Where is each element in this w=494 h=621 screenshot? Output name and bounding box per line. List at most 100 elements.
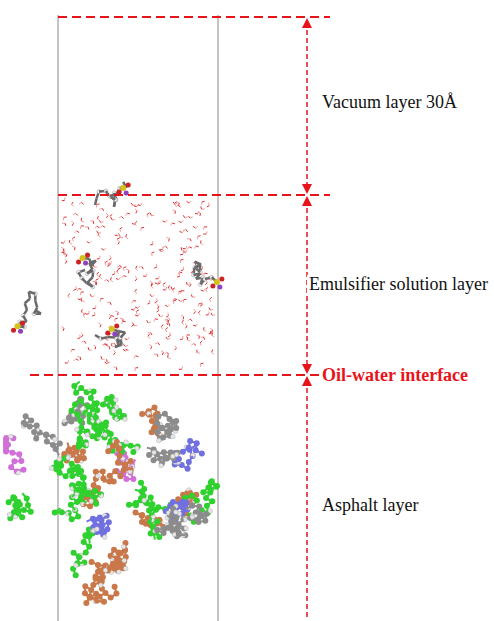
water-molecule (123, 268, 124, 271)
water-molecule (199, 303, 202, 304)
water-molecule (200, 305, 202, 307)
hydrogen-atom (157, 438, 162, 443)
water-molecule (81, 335, 83, 337)
water-molecule (120, 237, 123, 238)
layer-boundaries (30, 17, 330, 375)
water-molecule (166, 315, 169, 317)
hydrogen-atom (98, 583, 103, 588)
water-molecule (185, 216, 188, 218)
hydrogen-atom (184, 526, 189, 531)
water-molecule (160, 315, 163, 317)
hydrogen-atom (122, 558, 127, 563)
water-molecule (61, 247, 64, 248)
water-molecule (200, 343, 202, 346)
water-molecule (212, 350, 213, 353)
water-molecule (131, 203, 132, 206)
water-molecule (98, 232, 101, 234)
water-molecule (111, 217, 112, 220)
bond (87, 283, 93, 287)
water-molecule (120, 318, 123, 320)
water-molecule (128, 337, 130, 339)
oxygen-atom (114, 323, 119, 328)
water-molecule (80, 292, 81, 295)
water-molecule (159, 280, 160, 283)
water-molecule (155, 301, 158, 302)
water-molecule (138, 313, 139, 316)
water-molecule (111, 346, 114, 347)
oxygen-atom (219, 277, 224, 282)
water-molecule (211, 313, 212, 316)
interface-label: Oil-water interface (320, 366, 470, 386)
water-molecule (120, 265, 122, 267)
dimension-arrows (306, 22, 308, 617)
oxygen-atom (126, 183, 131, 188)
hydrogen-atom (53, 437, 58, 442)
water-molecule (134, 356, 136, 359)
water-molecule (113, 366, 116, 367)
water-molecule (125, 234, 127, 237)
water-molecule (186, 246, 187, 249)
hydrogen-atom (95, 474, 100, 479)
water-molecule (206, 231, 207, 234)
water-molecule (125, 349, 127, 351)
water-molecule (155, 282, 158, 284)
water-molecule (120, 227, 122, 229)
water-molecule (168, 357, 171, 359)
water-molecule (107, 363, 110, 364)
water-molecule (161, 250, 164, 251)
atom (89, 559, 95, 565)
water-molecule (181, 315, 184, 316)
water-molecule (92, 295, 95, 297)
bond (95, 198, 97, 205)
water-molecule (182, 323, 184, 325)
water-molecule (174, 298, 177, 300)
water-molecule (135, 315, 138, 317)
water-molecule (181, 366, 183, 369)
water-molecule (194, 311, 196, 313)
water-molecule (136, 266, 137, 269)
water-molecule (204, 330, 207, 331)
water-molecule (191, 343, 193, 345)
water-molecule (134, 205, 137, 207)
water-molecule (109, 258, 111, 260)
dashed-boundary (58, 194, 330, 196)
water-molecule (62, 223, 65, 224)
water-molecule (151, 286, 153, 288)
water-molecule (74, 289, 77, 290)
water-molecule (81, 333, 83, 335)
water-molecule (158, 343, 160, 345)
water-molecule (168, 335, 171, 337)
water-molecule (135, 279, 137, 281)
water-molecule (138, 204, 141, 206)
water-molecule (83, 315, 85, 318)
water-molecule (178, 292, 179, 295)
water-molecule (81, 309, 83, 312)
water-molecule (97, 216, 99, 219)
water-molecule (171, 223, 173, 226)
water-molecule (175, 346, 177, 348)
water-molecule (182, 230, 184, 232)
water-molecule (158, 306, 159, 309)
water-molecule (149, 345, 151, 347)
hydrogen-atom (8, 434, 13, 439)
water-molecule (68, 296, 70, 299)
water-molecule (84, 341, 85, 344)
water-molecule (197, 236, 198, 239)
bond (82, 278, 87, 283)
water-molecule (148, 322, 151, 324)
water-molecule (161, 327, 162, 330)
water-molecule (212, 314, 215, 316)
water-molecule (150, 294, 152, 297)
water-molecule (97, 226, 100, 228)
water-molecule (78, 338, 81, 339)
water-molecule (104, 344, 106, 346)
water-molecule (134, 307, 135, 310)
water-molecule (188, 319, 190, 321)
water-molecule (118, 242, 119, 245)
water-molecule (187, 247, 189, 249)
hydrogen-atom (102, 535, 107, 540)
hydrogen-atom (190, 515, 195, 520)
water-molecule (168, 338, 171, 339)
water-molecule (107, 280, 109, 282)
water-molecule (210, 328, 213, 329)
